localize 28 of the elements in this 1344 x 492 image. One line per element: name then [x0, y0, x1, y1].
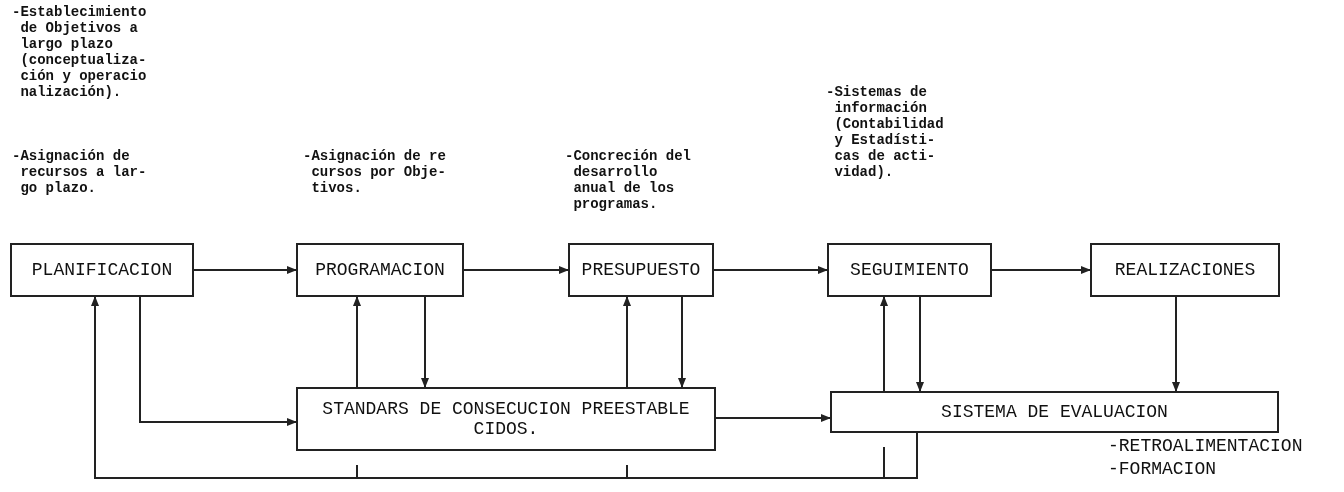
process-box: STANDARS DE CONSECUCION PREESTABLE CIDOS.	[296, 387, 716, 451]
process-box: REALIZACIONES	[1090, 243, 1280, 297]
arrow	[193, 266, 297, 274]
arrow	[91, 296, 918, 479]
process-box: SISTEMA DE EVALUACION	[830, 391, 1279, 433]
arrow	[916, 296, 924, 392]
annotation-text: -Asignación de recursos a lar- go plazo.	[12, 148, 147, 196]
arrow	[421, 296, 429, 388]
arrow	[678, 296, 686, 388]
arrow	[991, 266, 1091, 274]
arrow	[880, 296, 888, 392]
annotation-text: -Establecimiento de Objetivos a largo plazo (conceptualiza- ción y operacio nalización).	[12, 4, 148, 100]
annotation-text: -Sistemas de información (Contabilidad y Estadísti- cas de acti- vidad).	[826, 84, 944, 180]
arrow	[623, 296, 631, 388]
process-box: PLANIFICACION	[10, 243, 194, 297]
note-text: -RETROALIMENTACION	[1108, 436, 1303, 456]
arrow	[715, 414, 831, 422]
arrow	[463, 266, 569, 274]
arrow	[139, 296, 297, 426]
arrow	[353, 296, 361, 388]
annotation-text: -Concreción del desarrollo anual de los programas.	[565, 148, 693, 212]
arrow	[713, 266, 828, 274]
arrow	[1172, 296, 1180, 392]
process-box: PROGRAMACION	[296, 243, 464, 297]
annotation-text: -Asignación de re cursos por Obje- tivos.	[303, 148, 447, 196]
process-box: PRESUPUESTO	[568, 243, 714, 297]
note-text: -FORMACION	[1108, 459, 1217, 479]
process-box: SEGUIMIENTO	[827, 243, 992, 297]
